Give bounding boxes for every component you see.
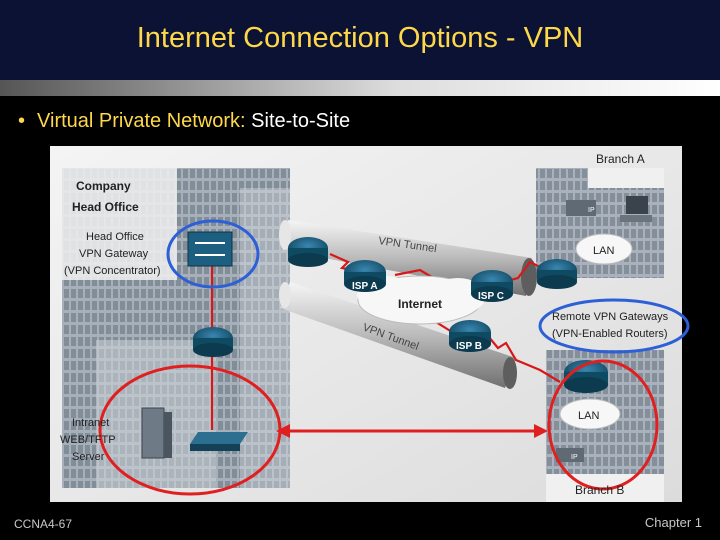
hq-gateway-highlight bbox=[166, 219, 260, 289]
bullet-dot-icon: • bbox=[18, 110, 26, 132]
branch-b-router bbox=[564, 360, 608, 393]
lan-a-label: LAN bbox=[593, 245, 614, 257]
isp-c-router: ISP C bbox=[471, 270, 513, 302]
ip-phone-a-icon: IP bbox=[566, 200, 596, 216]
branch-a-label: Branch A bbox=[596, 152, 645, 166]
lan-b-label: LAN bbox=[578, 410, 599, 422]
lan-to-lan-arrow bbox=[276, 424, 548, 438]
footer-chapter: Chapter 1 bbox=[644, 515, 702, 530]
ip-phone-b-label: IP bbox=[571, 454, 578, 461]
title-bar bbox=[0, 0, 720, 80]
bullet-label: Virtual Private Network: bbox=[37, 110, 246, 132]
gateway-label-line3: (VPN Concentrator) bbox=[64, 265, 161, 277]
lan-a-cloud: LAN bbox=[575, 233, 633, 265]
company-label-line2: Head Office bbox=[72, 200, 139, 214]
remote-gateways-label-line2: (VPN-Enabled Routers) bbox=[552, 328, 668, 340]
isp-a-label: ISP A bbox=[352, 281, 378, 292]
server-icon bbox=[141, 407, 172, 459]
hq-site-highlight bbox=[98, 364, 282, 496]
ip-phone-b-icon: IP bbox=[556, 448, 584, 462]
hq-core-router bbox=[193, 327, 233, 357]
gateway-label-line1: Head Office bbox=[86, 231, 144, 243]
pc-a-icon bbox=[620, 196, 652, 222]
lan-b-cloud: LAN bbox=[559, 398, 621, 430]
remote-gateways-label-line1: Remote VPN Gateways bbox=[552, 311, 669, 323]
vpn-concentrator-icon bbox=[187, 231, 233, 267]
isp-b-router: ISP B bbox=[449, 320, 491, 352]
bullet-value: Site-to-Site bbox=[251, 110, 351, 132]
server-label-line1: Intranet bbox=[72, 417, 109, 429]
isp-c-label: ISP C bbox=[478, 291, 504, 302]
footer-slide-id: CCNA4-67 bbox=[14, 517, 73, 531]
vpn-tunnel-bottom bbox=[279, 282, 517, 389]
branch-b-highlight bbox=[547, 359, 659, 491]
gateway-label-line2: VPN Gateway bbox=[79, 248, 149, 260]
title-divider bbox=[0, 80, 720, 96]
server-label-line2: WEB/TFTP bbox=[60, 434, 116, 446]
company-label-line1: Company bbox=[76, 179, 131, 193]
internet-label: Internet bbox=[398, 297, 442, 311]
isp-a-router: ISP A bbox=[344, 260, 386, 292]
remote-gateways-highlight bbox=[538, 298, 690, 354]
server-label-line3: Server bbox=[72, 451, 105, 463]
slide-title: Internet Connection Options - VPN bbox=[136, 22, 584, 54]
branch-a-router bbox=[537, 259, 577, 289]
hq-edge-router bbox=[288, 237, 328, 267]
branch-b-label: Branch B bbox=[575, 483, 624, 497]
isp-b-label: ISP B bbox=[456, 341, 482, 352]
bullet-line: • Virtual Private Network: Site-to-Site bbox=[18, 110, 350, 133]
hq-switch-icon bbox=[190, 432, 248, 451]
ip-phone-a-label: IP bbox=[588, 207, 595, 214]
